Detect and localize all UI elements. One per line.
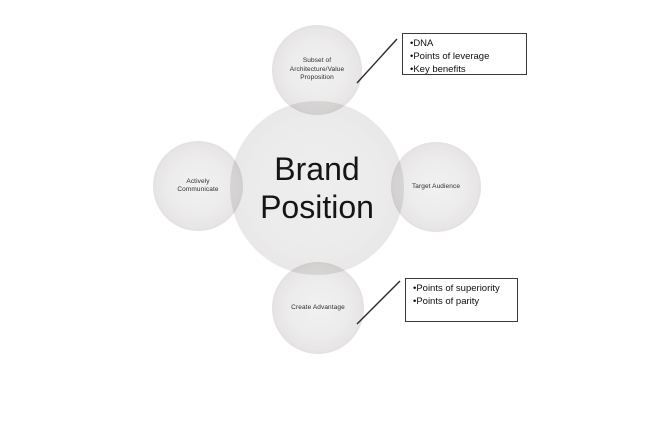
callout-top-item-key-benefits: •Key benefits <box>410 64 466 75</box>
callout-bottom-item-points-of-superiority: •Points of superiority <box>413 283 500 294</box>
node-label-target-audience: Target Audience <box>411 182 461 190</box>
callout-box-top: •DNA •Points of leverage •Key benefits <box>402 33 527 75</box>
node-label-create-advantage: Create Advantage <box>291 303 345 311</box>
callout-bottom-item-points-of-parity: •Points of parity <box>413 296 480 307</box>
node-circle-create-advantage: Create Advantage <box>272 262 364 354</box>
node-label-actively-communicate: Actively Communicate <box>177 177 219 194</box>
callout-top-item-dna: •DNA <box>410 38 434 49</box>
callout-box-bottom: •Points of superiority •Points of parity <box>405 278 518 322</box>
node-label-subset-of-architecture: Subset of Architecture/Value Proposition <box>289 57 345 82</box>
node-circle-target-audience: Target Audience <box>391 142 481 232</box>
center-circle-label: Brand Position <box>260 151 374 225</box>
node-circle-subset-of-architecture: Subset of Architecture/Value Proposition <box>272 25 362 115</box>
center-circle-brand-position: Brand Position <box>230 101 404 275</box>
connector-top-line <box>356 38 398 84</box>
callout-top-item-points-of-leverage: •Points of leverage <box>410 51 490 62</box>
node-circle-actively-communicate: Actively Communicate <box>153 141 243 231</box>
